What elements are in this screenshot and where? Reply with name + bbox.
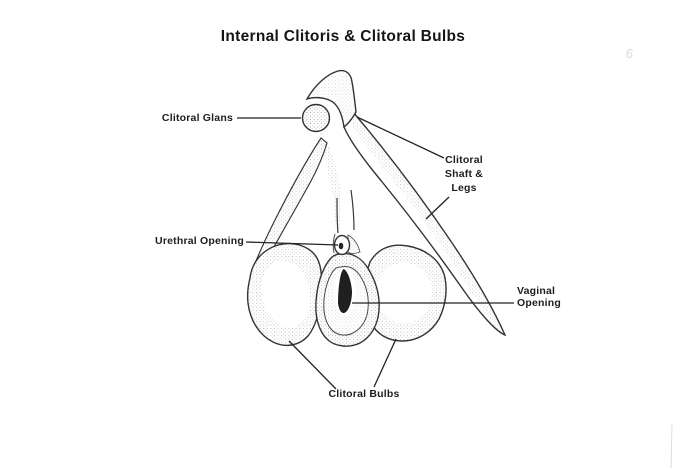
clitoral-glans-shape — [301, 103, 331, 133]
shaft-lower-leader-line — [425, 196, 450, 220]
bulbs-right-leader-line — [373, 338, 397, 388]
shaft-upper-leader-line — [356, 116, 445, 159]
urethral-leader-line — [245, 241, 339, 246]
vaginal-opening-shape — [338, 269, 352, 313]
urethral-opening-shape — [332, 233, 361, 256]
bulbs-left-leader-line — [288, 340, 337, 390]
label-clitoral-bulbs: Clitoral Bulbs — [328, 388, 400, 400]
page-title: Internal Clitoris & Clitoral Bulbs — [220, 28, 466, 45]
label-clitoral-glans: Clitoral Glans — [161, 112, 233, 124]
left-bulb-shape — [246, 242, 323, 347]
right-leg-shape — [343, 111, 507, 337]
leader-lines — [237, 116, 514, 390]
label-vaginal-opening: Vaginal Opening — [517, 285, 561, 309]
label-urethral-opening: Urethral Opening — [155, 235, 244, 247]
label-clitoral-shaft-legs: Clitoral Shaft & Legs — [444, 154, 484, 194]
clitoral-shaft-body — [317, 132, 355, 234]
scan-edge-artifact — [670, 423, 673, 469]
clitoral-shaft-hook — [305, 69, 357, 129]
